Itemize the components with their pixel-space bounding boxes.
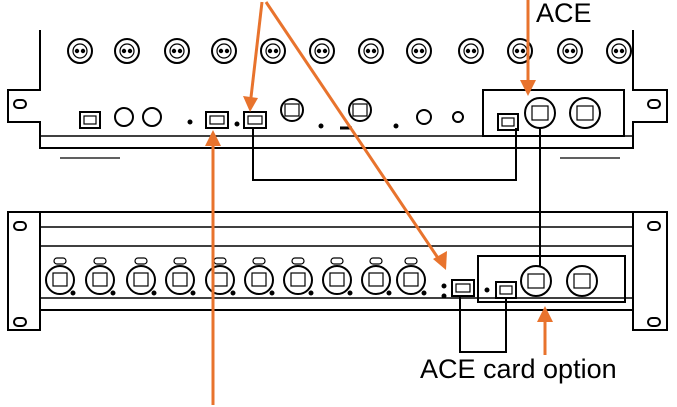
rack-hole-left — [13, 317, 27, 327]
ethercon-connector — [396, 257, 427, 296]
xlr-connector — [211, 38, 237, 64]
ethercon-inner — [352, 103, 368, 117]
ethercon-inner — [531, 105, 549, 121]
ethercon-connector — [280, 98, 304, 122]
small-dot — [393, 123, 399, 129]
xlr-connector — [260, 38, 286, 64]
small-dot — [441, 293, 447, 299]
ethernet-port-inner — [209, 115, 225, 125]
xlr-connector — [406, 38, 432, 64]
ethernet-port-b — [243, 111, 267, 129]
arrowhead — [205, 130, 221, 146]
ethercon-connector — [45, 257, 76, 296]
ethernet-port-inner — [247, 115, 263, 125]
xlr-connector — [164, 38, 190, 64]
xlr-connector — [606, 38, 632, 64]
rack-hole-right — [647, 221, 661, 231]
small-dot — [187, 119, 193, 125]
ethercon-connector — [361, 257, 392, 296]
ethercon-inner — [527, 273, 545, 289]
cable-stagebox-loop — [459, 296, 507, 353]
round-connector — [142, 107, 162, 127]
small-dot — [234, 121, 240, 127]
arrows — [205, 0, 553, 405]
ethernet-port-card — [497, 113, 519, 131]
xlr-connector — [114, 38, 140, 64]
ethercon-connector — [165, 257, 196, 296]
ethernet-port-inner — [455, 283, 471, 293]
arrowhead — [243, 96, 258, 112]
ethercon-inner — [576, 105, 594, 121]
ethercon-connector — [348, 98, 372, 122]
arrowhead — [433, 251, 447, 270]
arrowhead — [537, 306, 553, 322]
ace-label: ACE — [536, 0, 592, 28]
arrowhead — [520, 80, 536, 96]
rack-hole-left — [13, 221, 27, 231]
ethercon-connector — [85, 257, 116, 296]
ethernet-port-inner — [499, 285, 513, 295]
ethercon-connector-row — [45, 257, 427, 296]
ethercon-card-2 — [566, 265, 598, 297]
jack-connector — [452, 111, 464, 123]
xlr-connector-row — [67, 38, 632, 64]
xlr-connector — [557, 38, 583, 64]
ethercon-connector — [322, 257, 353, 296]
xlr-connector — [309, 38, 335, 64]
ethercon-card-2 — [569, 97, 601, 129]
arrow-to-mixer-port — [248, 1, 264, 107]
ethercon-connector — [205, 257, 236, 296]
small-dot — [318, 123, 324, 129]
ethercon-inner — [573, 273, 591, 289]
stagebox-unit — [7, 211, 668, 331]
round-connector — [114, 107, 134, 127]
small-dot — [441, 283, 447, 289]
ethernet-port-inner — [83, 115, 97, 125]
ethernet-port — [79, 111, 101, 129]
ethercon-connector — [244, 257, 275, 296]
ace-card-option-label: ACE card option — [420, 354, 617, 384]
ace-card-slot-stagebox — [477, 255, 626, 303]
stagebox-body-outline — [7, 211, 668, 331]
ethernet-port-a — [205, 111, 229, 129]
ethercon-connector — [283, 257, 314, 296]
ethernet-port-stagebox — [451, 279, 475, 297]
rack-hole-right — [647, 99, 661, 109]
ethercon-card-1 — [520, 265, 552, 297]
mixer-unit — [7, 30, 668, 159]
rack-hole-left — [13, 99, 27, 109]
ace-card-slot-mixer — [482, 89, 625, 137]
ethercon-connector — [126, 257, 157, 296]
xlr-connector — [458, 38, 484, 64]
rack-hole-right — [647, 317, 661, 327]
arrow-to-stagebox-port — [264, 1, 444, 265]
xlr-connector — [358, 38, 384, 64]
ethernet-port-inner — [501, 117, 515, 127]
xlr-connector — [67, 38, 93, 64]
ethercon-inner — [284, 103, 300, 117]
small-dot — [484, 287, 490, 293]
jack-connector — [416, 109, 432, 125]
